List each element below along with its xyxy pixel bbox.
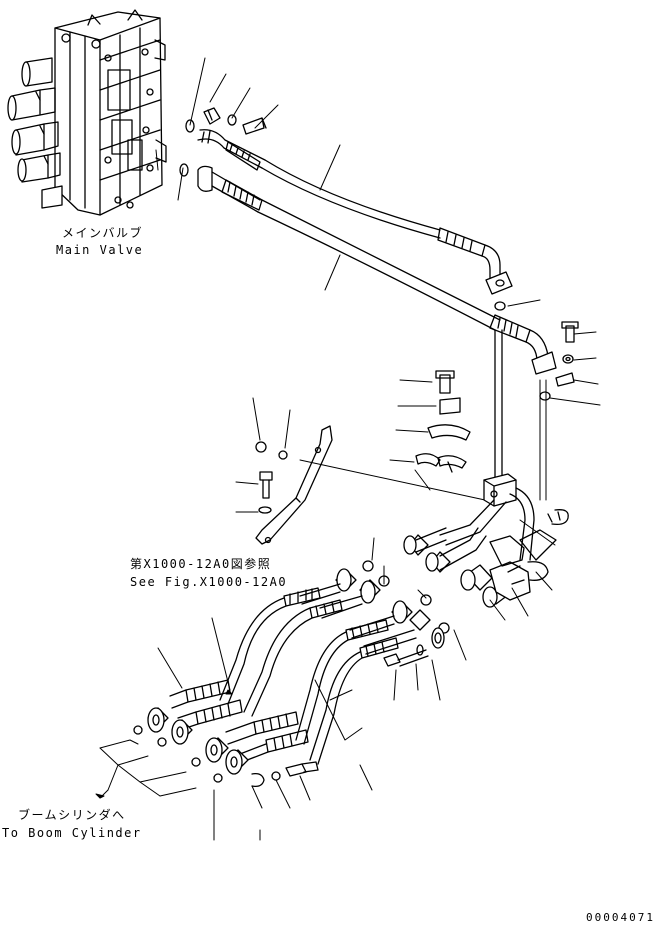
hose-B: [178, 580, 380, 730]
drawing-number: 00004071: [586, 911, 655, 924]
valve-fittings: [180, 108, 266, 176]
valve-ref-leaders: [156, 58, 278, 200]
bracket: [256, 426, 332, 544]
hose-C: [226, 601, 412, 744]
hose-D: [240, 610, 430, 764]
main-valve-label-en: Main Valve: [56, 243, 144, 257]
boom-cylinder-leader: [96, 740, 214, 840]
junction-block: [440, 474, 568, 560]
upper-hose-2: [198, 166, 556, 374]
lower-flanges: [134, 708, 248, 782]
lower-bolts: [252, 762, 318, 840]
center-flange-pipes: [404, 528, 556, 616]
boom-cylinder-label-en: To Boom Cylinder: [2, 826, 142, 840]
hose-A: [170, 569, 356, 708]
main-valve-label-jp: メインバルブ: [62, 226, 144, 240]
bracket-bolts: [236, 398, 485, 513]
clamp-assembly: [390, 371, 470, 490]
vertical-tubes: [495, 330, 546, 500]
upper-hose-1: [198, 130, 512, 294]
right-leaders: [490, 520, 555, 620]
upper-hose-leaders: [320, 145, 340, 290]
main-valve-body: [55, 10, 166, 215]
see-fig-label-jp: 第X1000-12A0図参照: [130, 557, 272, 571]
boom-cylinder-label-jp: ブームシリンダへ: [18, 808, 126, 822]
center-orings: [363, 538, 466, 700]
main-valve-spools: [8, 58, 62, 208]
see-fig-label-en: See Fig.X1000-12A0: [130, 575, 288, 589]
lower-hose-leaders: [158, 618, 372, 790]
